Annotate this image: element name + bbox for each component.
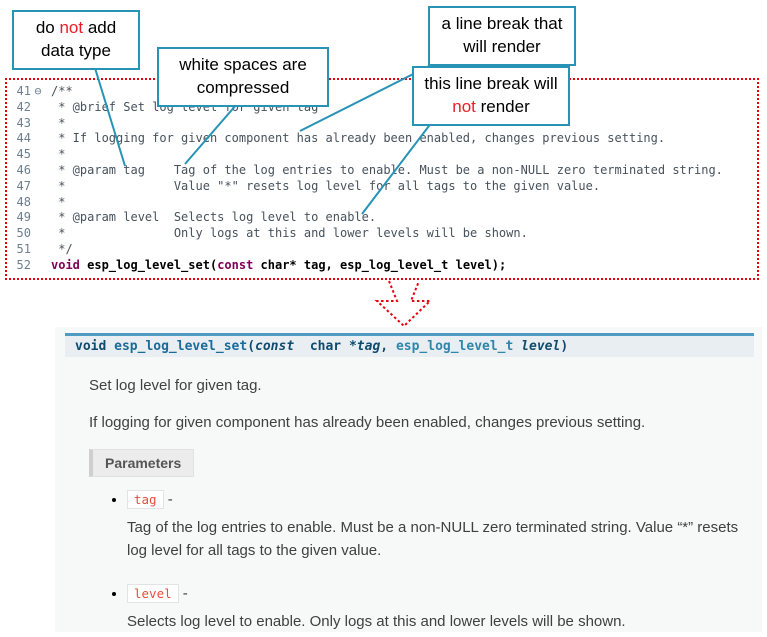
sig-param-tag: tag: [356, 339, 381, 354]
code-text: *: [51, 115, 66, 130]
param-description: Selects log level to enable. Only logs a…: [127, 612, 626, 630]
keyword-void: void: [51, 257, 80, 272]
sig-type-char: char *: [294, 339, 357, 354]
line-number: 50: [16, 226, 31, 241]
sig-comma: ,: [380, 339, 396, 354]
param-name-code: level: [127, 583, 179, 603]
code-editor[interactable]: 41⊖ /** 42 * @brief Set log level for giv…: [5, 78, 759, 280]
code-text: * Only logs at this and lower levels wil…: [51, 226, 528, 241]
function-name: esp_log_level_set(: [79, 257, 218, 272]
down-arrow-icon: [374, 280, 433, 328]
sig-function-name: esp_log_level_set: [106, 339, 248, 354]
callout-emphasis: not: [59, 18, 84, 37]
parameter-item-level: level - Selects log level to enable. Onl…: [127, 583, 762, 633]
code-line: 46 * @param tag Tag of the log entries t…: [7, 163, 757, 179]
sig-space: [513, 339, 521, 354]
code-line: 42 * @brief Set log level for given tag: [7, 100, 757, 116]
declaration-rest: char* tag, esp_log_level_t level);: [253, 257, 507, 272]
line-number: 41: [16, 84, 31, 98]
callout-text: white spaces are compressed: [179, 55, 307, 97]
param-dash: -: [178, 584, 188, 602]
code-text: */: [51, 241, 73, 256]
sig-keyword-const: const: [255, 339, 295, 354]
line-number: 42: [16, 99, 31, 114]
sig-keyword: void: [75, 339, 107, 354]
code-line: 49 * @param level Selects log level to e…: [7, 210, 757, 226]
code-line-declaration: 52 void esp_log_level_set(const char* tag…: [7, 258, 757, 274]
doc-brief-paragraph: Set log level for given tag.: [89, 377, 262, 394]
parameters-heading: Parameters: [89, 449, 195, 477]
function-signature: void esp_log_level_set(const char *tag, …: [65, 333, 754, 357]
code-text: *: [51, 194, 66, 209]
line-number: 48: [16, 194, 31, 209]
callout-no-datatype: do not add data type: [12, 10, 140, 70]
code-text: * @param level Selects log level to enab…: [51, 210, 377, 225]
sig-paren: (: [247, 339, 256, 354]
code-text: * Value "*" resets log level for all tag…: [51, 178, 601, 193]
line-number: 45: [16, 147, 31, 162]
rendered-docs-panel: void esp_log_level_set(const char *tag, …: [55, 327, 762, 632]
param-description: Tag of the log entries to enable. Must b…: [127, 519, 739, 560]
code-line: 51 */: [7, 242, 757, 258]
callout-text: this line break will: [424, 74, 558, 93]
sig-type-level: esp_log_level_t: [395, 339, 514, 354]
code-line: 50 * Only logs at this and lower levels …: [7, 226, 757, 242]
line-number: 49: [16, 210, 31, 225]
keyword-const: const: [217, 257, 254, 272]
line-number: 52: [16, 257, 31, 272]
code-text: * @param tag Tag of the log entries to e…: [51, 162, 723, 177]
code-line: 48 *: [7, 195, 757, 211]
code-text: * If logging for given component has alr…: [51, 131, 666, 146]
line-number: 47: [16, 178, 31, 193]
callout-text: a line break that will render: [441, 14, 563, 56]
sig-paren: ): [560, 339, 569, 354]
callout-text: add data type: [41, 18, 117, 60]
param-dash: -: [163, 491, 173, 508]
code-line: 43 *: [7, 116, 757, 132]
param-name-code: tag: [127, 490, 164, 509]
code-text: *: [51, 147, 66, 162]
line-number: 44: [16, 131, 31, 146]
code-line: 47 * Value "*" resets log level for all …: [7, 179, 757, 195]
code-line: 44 * If logging for given component has …: [7, 131, 757, 147]
code-text: /**: [51, 84, 73, 98]
callout-emphasis: not: [452, 96, 476, 116]
code-line: 41⊖ /**: [7, 84, 757, 100]
code-line: 45 *: [7, 147, 757, 163]
parameter-item-tag: tag - Tag of the log entries to enable. …: [127, 490, 762, 563]
doc-detail-paragraph: If logging for given component has alrea…: [89, 414, 646, 431]
callout-linebreak-renders: a line break that will render: [428, 6, 576, 66]
callout-whitespace-compressed: white spaces are compressed: [157, 47, 329, 107]
line-number: 46: [16, 162, 31, 177]
callout-linebreak-not-render: this line break will not render: [412, 66, 570, 126]
callout-text: do: [35, 18, 60, 37]
parameter-list: tag - Tag of the log entries to enable. …: [55, 490, 762, 633]
callout-text: render: [475, 96, 530, 116]
fold-marker-icon[interactable]: ⊖: [34, 84, 42, 98]
line-number: 51: [16, 241, 31, 256]
line-number: 43: [16, 115, 31, 130]
sig-param-level: level: [521, 339, 561, 354]
